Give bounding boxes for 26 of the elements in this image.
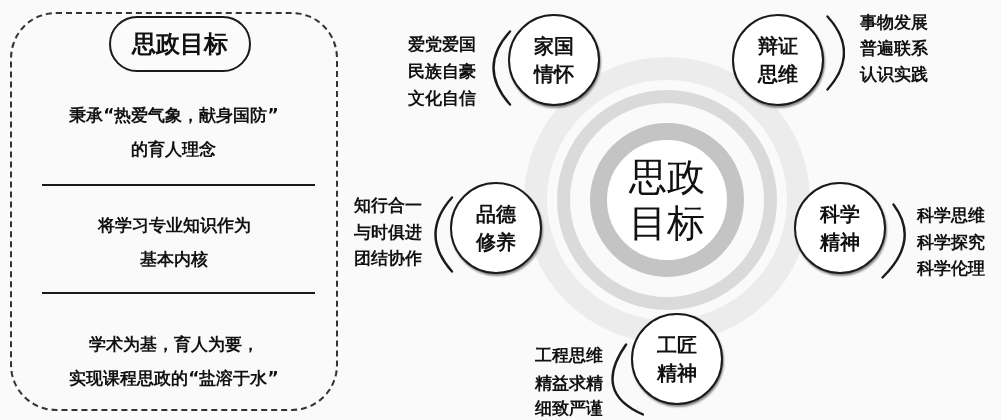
statement-text: 秉承“热爱气象，献身国防”的育人理念 — [69, 104, 279, 161]
keyword-text: 细致严谨 — [535, 397, 603, 419]
keyword-text: 与时俱进 — [354, 221, 422, 243]
topic-circle: 品德修养 — [450, 182, 542, 274]
statement-text: 将学习专业知识作为基本内核 — [97, 214, 251, 271]
statement-text: 学术为基，育人为要，实现课程思政的“盐溶于水” — [69, 333, 279, 390]
hub-circle: 思政目标 — [590, 123, 744, 277]
keyword-text: 科学伦理 — [917, 257, 985, 279]
topic-circle: 家国情怀 — [508, 14, 600, 106]
dashed-panel — [10, 12, 338, 411]
topic-circle: 辩证思维 — [732, 14, 824, 106]
keyword-text: 团结协作 — [354, 247, 422, 269]
keyword-text: 知行合一 — [354, 194, 422, 216]
keyword-text: 文化自信 — [408, 87, 476, 109]
keyword-text: 认识实践 — [860, 63, 928, 85]
keyword-text: 普遍联系 — [860, 37, 928, 59]
keyword-text: 爱党爱国 — [408, 33, 476, 55]
keyword-text: 科学思维 — [917, 204, 985, 226]
keyword-text: 科学探究 — [917, 231, 985, 253]
topic-circle: 工匠精神 — [631, 313, 723, 405]
keyword-text: 民族自豪 — [408, 60, 476, 82]
keyword-text: 精益求精 — [535, 372, 603, 394]
keyword-text: 事物发展 — [860, 11, 928, 33]
keyword-text: 工程思维 — [535, 344, 603, 366]
heading-pill: 思政目标 — [109, 16, 251, 72]
topic-circle: 科学精神 — [794, 182, 886, 274]
